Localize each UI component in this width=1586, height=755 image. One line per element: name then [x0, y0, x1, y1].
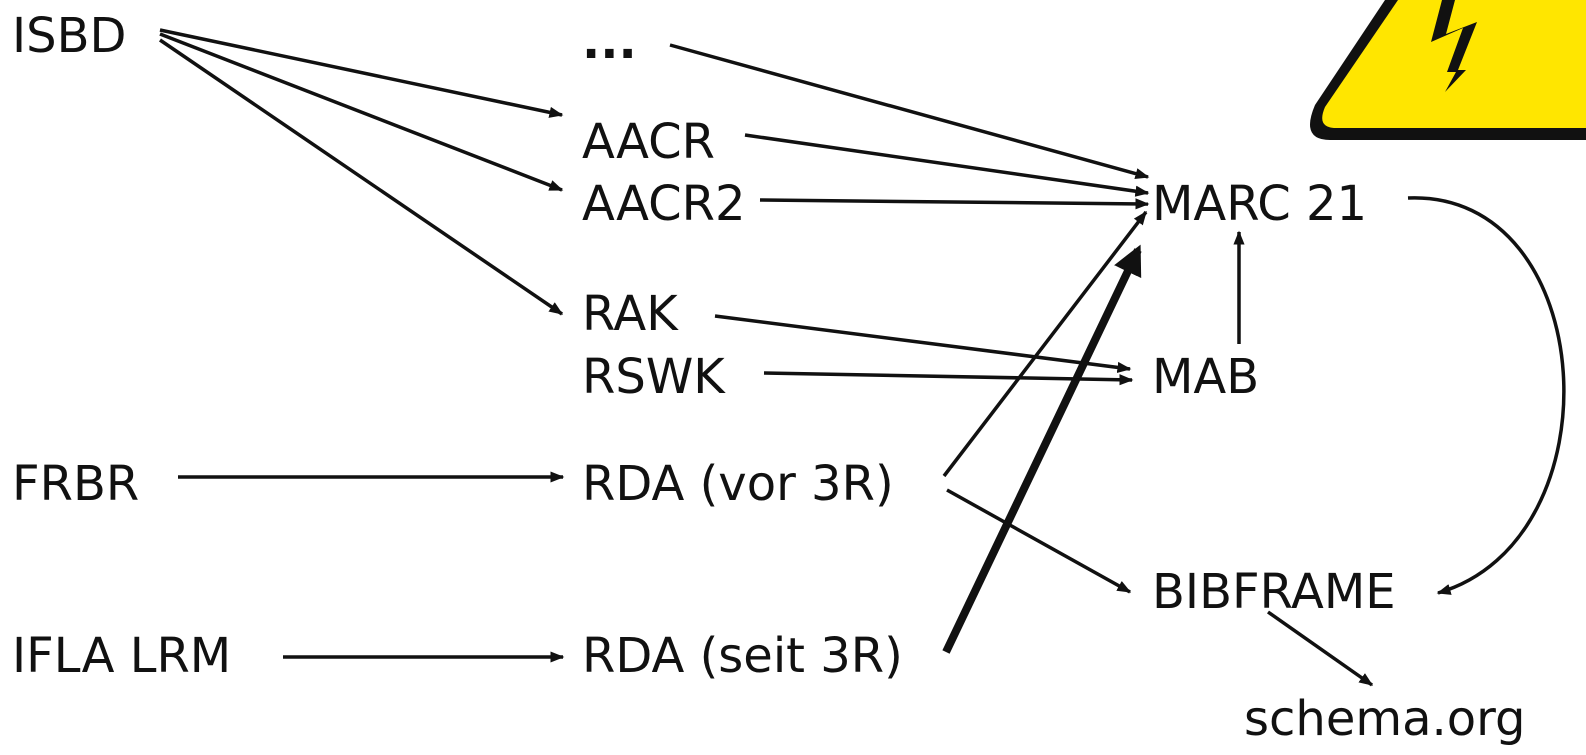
edge-rdavor-marc21 [942, 210, 1148, 478]
edge-isbd-aacr2 [159, 32, 564, 192]
edge-isbd-rak [159, 38, 564, 316]
node-ellipsis: ... [582, 14, 637, 70]
edge-rswk-mab [763, 371, 1134, 386]
node-rda-vor-3r: RDA (vor 3R) [582, 456, 894, 512]
node-bibframe: BIBFRAME [1152, 564, 1396, 620]
node-aacr: AACR [582, 114, 716, 170]
edge-isbd-aacr [159, 28, 564, 118]
edge-rak-mab [714, 314, 1132, 373]
node-rswk: RSWK [582, 349, 725, 405]
node-ifla-lrm: IFLA LRM [12, 628, 232, 684]
edge-aacr-marc21 [744, 133, 1150, 197]
node-marc21: MARC 21 [1152, 176, 1368, 232]
node-rak: RAK [582, 286, 678, 342]
node-frbr: FRBR [12, 456, 140, 512]
node-aacr2: AACR2 [582, 176, 746, 232]
node-rda-seit-3r: RDA (seit 3R) [582, 628, 903, 684]
node-mab: MAB [1152, 349, 1260, 405]
edge-ellipsis-marc21 [669, 43, 1150, 180]
node-schema-org: schema.org [1244, 691, 1526, 747]
edge-bibframe-schemaorg [1266, 610, 1374, 687]
edge-rdaseit-marc21 [942, 244, 1142, 654]
edge-marc21-bibframe [1407, 196, 1566, 595]
high-voltage-warning-icon [1310, 0, 1586, 140]
node-isbd: ISBD [12, 8, 127, 64]
edge-aacr2-marc21 [759, 198, 1150, 210]
edge-rdavor-bibframe [946, 488, 1132, 594]
